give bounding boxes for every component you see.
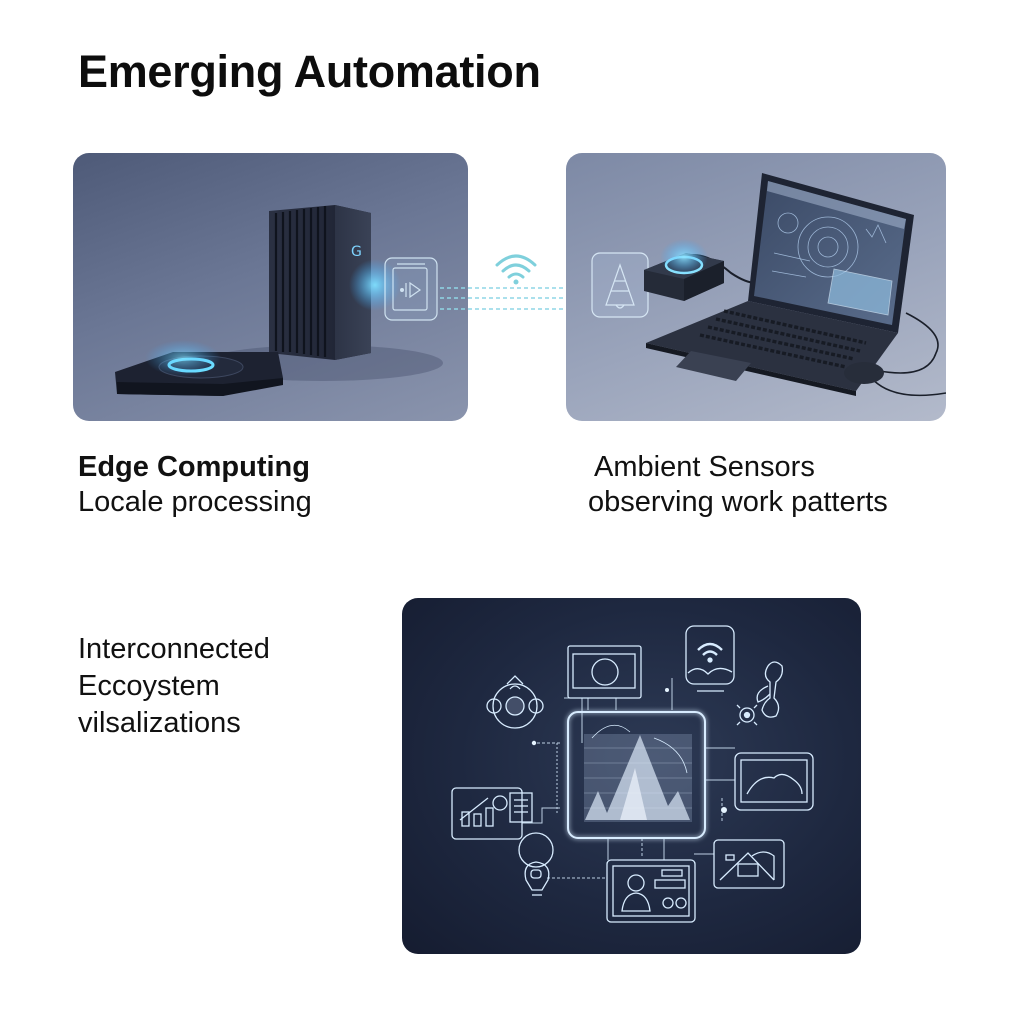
analytics-card-icon — [451, 787, 533, 840]
edge-server-device: G — [269, 205, 401, 360]
page-title: Emerging Automation — [78, 46, 541, 97]
ambient-sensors-heading: Ambient Sensors — [594, 451, 815, 483]
bell-icon — [591, 252, 649, 318]
svg-text:G: G — [351, 244, 362, 260]
ecosystem-line-2: Eccoystem — [78, 670, 220, 702]
edge-computing-image: G — [73, 153, 468, 421]
ecosystem-diagram-image — [402, 598, 861, 954]
play-document-icon — [384, 257, 438, 321]
charging-pad-device — [115, 340, 283, 396]
wifi-icon — [495, 254, 537, 285]
edge-computing-caption: Edge Computing Locale processing — [78, 450, 312, 520]
fan-icon — [756, 661, 784, 718]
ambient-sensors-image — [566, 153, 946, 421]
laptop-device — [646, 173, 914, 396]
ecosystem-caption: Interconnected Eccoystem vilsalizations — [78, 631, 270, 742]
smart-home-card-icon — [713, 839, 785, 889]
bridge-image-icon — [734, 752, 814, 811]
user-profile-card-icon — [606, 859, 696, 923]
edge-computing-heading: Edge Computing — [78, 451, 310, 483]
monitor-icon — [567, 645, 642, 699]
ambient-sensors-subtitle: observing work patterts — [588, 486, 888, 518]
lightbulb-icon — [518, 832, 554, 896]
central-chart-screen-icon — [567, 711, 706, 839]
mouse-device — [844, 362, 884, 384]
edge-computing-subtitle: Locale processing — [78, 486, 312, 518]
gear-icon — [736, 704, 758, 726]
sensor-hub-device — [644, 239, 724, 301]
router-wifi-icon — [685, 625, 735, 692]
ambient-sensors-caption: Ambient Sensors observing work patterts — [588, 450, 888, 520]
controller-icon — [486, 675, 544, 729]
ecosystem-line-1: Interconnected — [78, 633, 270, 665]
ecosystem-line-3: vilsalizations — [78, 707, 241, 739]
